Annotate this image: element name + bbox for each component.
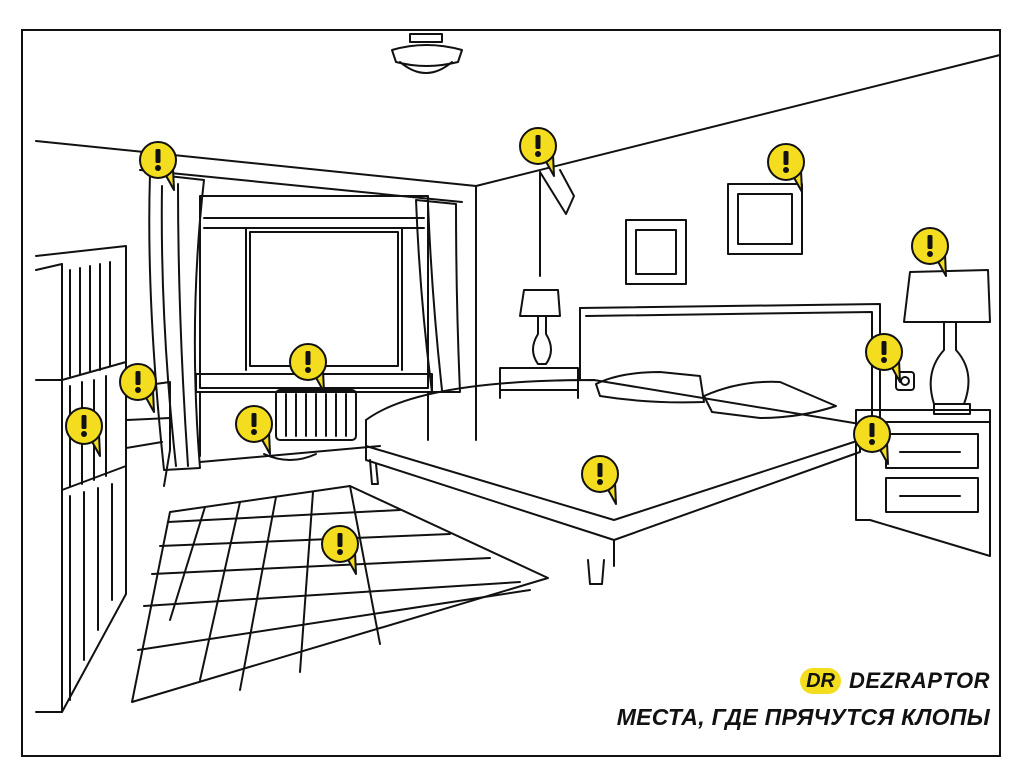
warning-bubble-icon — [321, 525, 359, 575]
rug — [131, 485, 549, 703]
warning-bubble-icon — [289, 343, 327, 393]
floor-line — [199, 445, 381, 463]
picture-frame-small — [625, 219, 687, 285]
frame-border — [21, 29, 1001, 757]
wall-socket — [895, 371, 915, 391]
curtain-rod — [139, 169, 463, 203]
curtain-right — [415, 199, 461, 393]
warning-bubble-icon — [65, 407, 103, 457]
curtain-left — [148, 173, 205, 471]
peeling-wallpaper — [539, 169, 575, 277]
table-lamp-left — [519, 289, 561, 365]
bed — [365, 303, 881, 585]
window — [195, 195, 433, 457]
table-lamp-right — [903, 269, 991, 415]
warning-bubble-icon — [519, 127, 557, 177]
ceiling-line-left — [35, 140, 477, 187]
warning-bubble-icon — [139, 141, 177, 191]
marker-group — [65, 127, 949, 575]
warning-bubble-icon — [853, 415, 891, 465]
brand-logo-mark: DR — [800, 668, 841, 694]
radiator — [263, 389, 357, 461]
brand-name: DEZRAPTOR — [849, 668, 990, 693]
nightstand-right — [855, 409, 991, 557]
brand: DR DEZRAPTOR — [800, 668, 990, 694]
ceiling-lamp — [391, 33, 463, 74]
warning-bubble-icon — [581, 455, 619, 505]
warning-bubble-icon — [865, 333, 903, 383]
picture-frame-large — [727, 183, 803, 255]
caption: МЕСТА, ГДЕ ПРЯЧУТСЯ КЛОПЫ — [616, 704, 990, 730]
warning-bubble-icon — [119, 363, 157, 413]
warning-bubble-icon — [767, 143, 805, 193]
ceiling-line-right — [475, 54, 1001, 187]
warning-bubble-icon — [235, 405, 273, 455]
nightstand-left — [499, 367, 579, 399]
warning-bubble-icon — [911, 227, 949, 277]
